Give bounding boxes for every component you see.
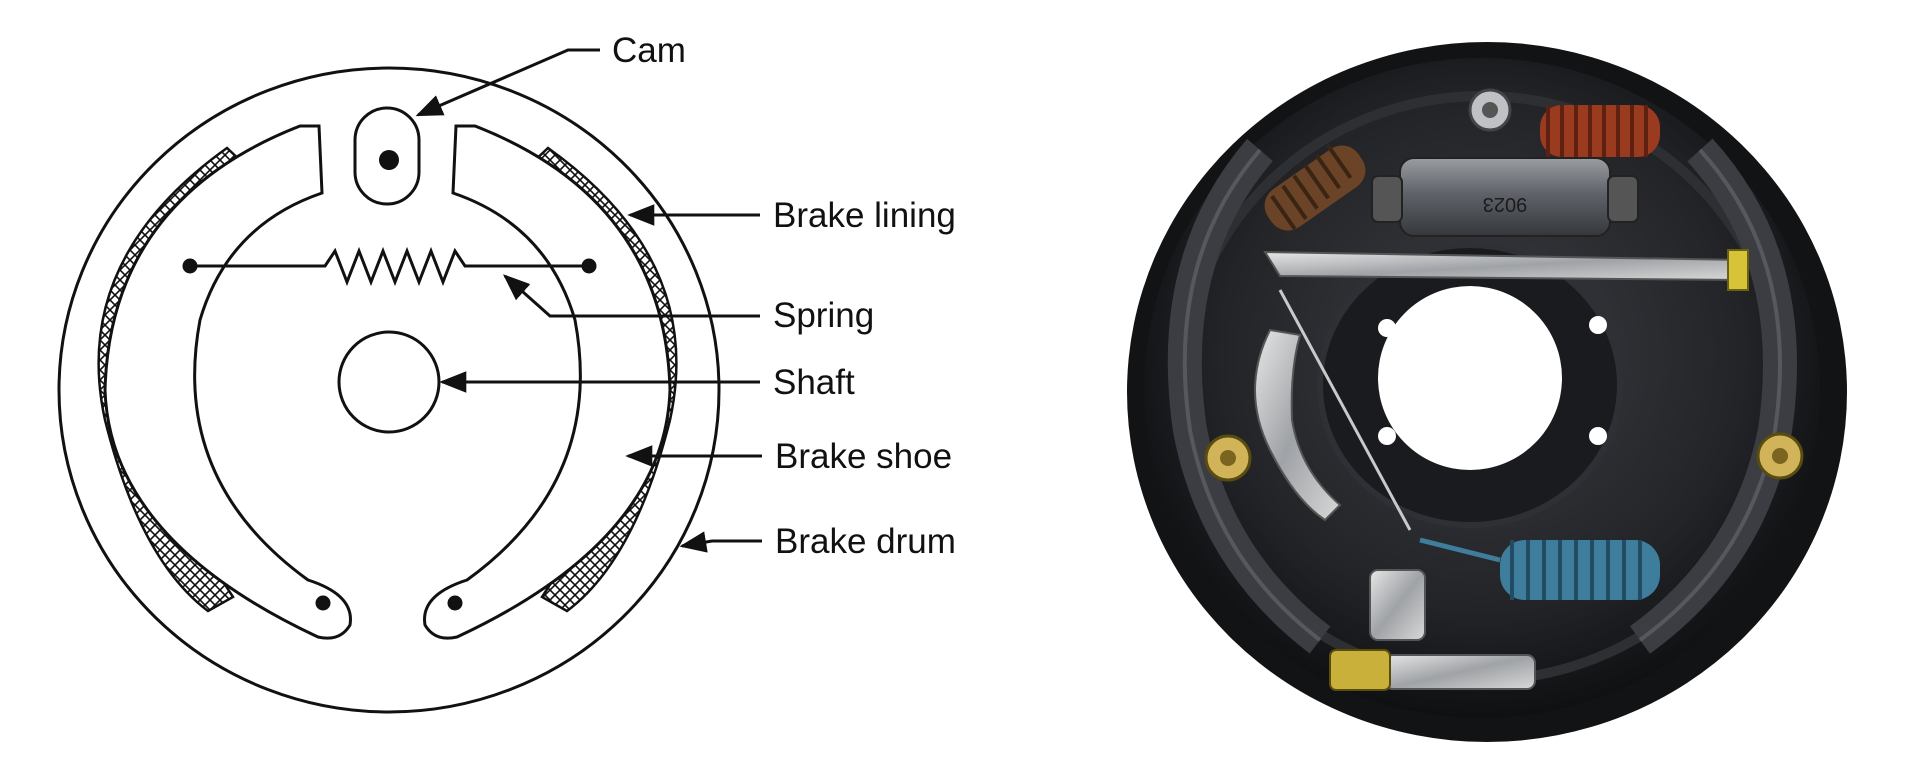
wheel-cylinder: 9023 [1371, 157, 1639, 237]
hub-center-hole [1378, 286, 1562, 470]
label-spring: Spring [773, 296, 874, 335]
lug-hole [1378, 319, 1396, 337]
label-brake-shoe: Brake shoe [775, 437, 952, 476]
shoe-pivot-left [315, 595, 331, 611]
red-return-spring [1540, 105, 1660, 157]
shaft [337, 330, 441, 434]
cam-pivot [379, 150, 399, 170]
shoe-pivot-right [447, 595, 463, 611]
label-cam: Cam [612, 31, 686, 70]
blue-return-spring [1419, 537, 1660, 600]
adjuster-screw [1329, 569, 1536, 691]
drum-brake-diagram: Cam Brake lining Spring Shaft Brake shoe… [57, 31, 956, 714]
spring [182, 246, 597, 287]
label-brake-drum: Brake drum [775, 522, 956, 561]
adjuster-lever [1254, 328, 1342, 522]
lug-hole [1589, 316, 1607, 334]
label-brake-lining: Brake lining [773, 196, 956, 235]
adjuster-cable [1278, 289, 1412, 531]
hold-down-pin-right [1756, 432, 1804, 480]
cylinder-marking: 9023 [1483, 193, 1528, 215]
hold-down-pin-left [1204, 434, 1252, 482]
lug-hole [1589, 427, 1607, 445]
brake-shoe-right [423, 124, 672, 640]
label-shaft: Shaft [773, 363, 855, 402]
brake-shoe-left [103, 124, 352, 640]
leader-lines [415, 48, 762, 553]
anchor-pin [1468, 88, 1512, 132]
lug-hole [1378, 427, 1396, 445]
drum-brake-photo: 9023 [1127, 42, 1847, 742]
brown-spring [1264, 143, 1366, 231]
